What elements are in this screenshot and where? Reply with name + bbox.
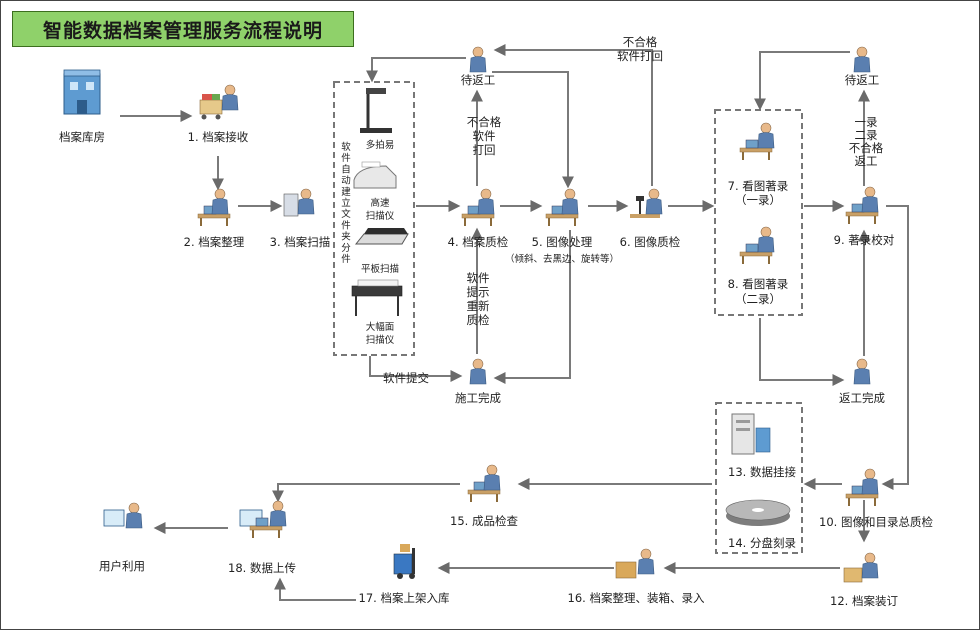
overhead-scanner-icon <box>360 88 392 133</box>
node-quality: 4. 档案质检 <box>448 235 509 249</box>
proof-worker-icon <box>845 186 879 225</box>
quality-worker-icon <box>461 188 495 227</box>
device-flatbed: 平板扫描 <box>361 263 400 275</box>
image-processing-worker-icon <box>545 188 579 227</box>
node-image-proc: 5. 图像处理 <box>532 235 593 249</box>
el-proof-line: 一录 <box>855 115 878 129</box>
node-proof: 9. 著录校对 <box>834 233 895 247</box>
node-binding: 12. 档案装订 <box>830 594 898 608</box>
node-scan: 3. 档案扫描 <box>270 235 331 249</box>
large-format-scanner-icon <box>351 279 403 316</box>
device-highspeed-b: 扫描仪 <box>366 210 395 222</box>
vertical-label-line: 自 <box>341 163 351 175</box>
el-prompt-line: 软件 <box>467 271 490 285</box>
node-product-check: 15. 成品检查 <box>450 514 518 528</box>
el-prompt-line: 提示 <box>467 285 490 299</box>
cart-worker-icon <box>199 84 239 120</box>
node-view1-a: 7. 看图著录 <box>728 179 789 193</box>
server-icon <box>731 413 771 455</box>
upload-worker-icon <box>239 500 287 539</box>
disc-stack-icon <box>725 499 791 526</box>
rework-right-person-icon <box>853 46 871 73</box>
el-proof-line: 返工 <box>855 154 878 168</box>
node-disc: 14. 分盘刻录 <box>728 536 796 550</box>
vertical-label-line: 件 <box>341 253 351 265</box>
total-qc-worker-icon <box>845 468 879 507</box>
cataloging-worker-1-icon <box>739 122 775 161</box>
vertical-label-line: 件 <box>341 152 351 164</box>
el-proof-line: 二录 <box>855 128 878 142</box>
node-image-qc: 6. 图像质检 <box>620 235 681 249</box>
product-check-worker-icon <box>467 464 501 503</box>
construction-done-person-icon <box>469 358 487 385</box>
node-image-proc-note: （倾斜、去黑边、旋转等） <box>505 253 619 265</box>
rework-left-person-icon <box>469 46 487 73</box>
vertical-label-line: 建 <box>341 186 351 198</box>
device-multi: 多拍易 <box>366 139 395 151</box>
node-pack: 16. 档案整理、装箱、录入 <box>568 591 705 605</box>
el-top-line: 不合格 <box>623 35 658 49</box>
vertical-label-line: 软 <box>341 141 351 153</box>
el-top-line: 软件打回 <box>617 49 663 63</box>
node-mount: 13. 数据挂接 <box>728 465 796 479</box>
node-view2-b: （二录） <box>735 292 781 306</box>
warehouse-icon <box>63 69 101 115</box>
edge-label-software-submit: 软件提交 <box>383 371 429 385</box>
highspeed-scanner-icon <box>353 161 397 189</box>
vertical-label-line: 夹 <box>341 231 351 243</box>
node-user: 用户利用 <box>99 559 145 573</box>
organizing-worker-icon <box>197 188 231 227</box>
flatbed-scanner-icon <box>354 228 409 245</box>
el-mid-line: 软件 <box>473 129 496 143</box>
node-total-qc: 10. 图像和目录总质检 <box>819 515 933 529</box>
device-large-a: 大幅面 <box>366 321 395 333</box>
device-highspeed-a: 高速 <box>370 197 390 209</box>
vertical-label-line: 动 <box>341 176 351 187</box>
user-worker-icon <box>103 502 143 529</box>
node-construction-done: 施工完成 <box>455 391 501 405</box>
packing-worker-icon <box>615 548 655 579</box>
device-large-b: 扫描仪 <box>366 334 395 346</box>
image-qc-worker-icon <box>630 188 663 218</box>
connectors <box>120 44 909 601</box>
node-view2-a: 8. 看图著录 <box>728 277 789 291</box>
node-receive: 1. 档案接收 <box>188 130 249 144</box>
el-prompt-line: 质检 <box>467 313 490 327</box>
el-mid-line: 打回 <box>473 143 496 157</box>
vertical-label-line: 件 <box>341 219 351 231</box>
node-rework-right: 待返工 <box>845 73 880 87</box>
vertical-label-line: 文 <box>341 208 351 220</box>
rework-done-person-icon <box>853 358 871 385</box>
node-shelve: 17. 档案上架入库 <box>359 591 450 605</box>
node-warehouse: 档案库房 <box>59 130 105 144</box>
el-mid-line: 不合格 <box>467 115 502 129</box>
vertical-label-line: 立 <box>341 197 351 209</box>
node-rework-done: 返工完成 <box>839 391 885 405</box>
cataloging-worker-2-icon <box>739 226 775 265</box>
scanning-worker-icon <box>283 188 315 217</box>
node-upload: 18. 数据上传 <box>228 561 296 575</box>
binding-worker-icon <box>843 552 879 583</box>
node-view1-b: （一录） <box>735 193 781 207</box>
el-proof-line: 不合格 <box>849 141 884 155</box>
delivery-group-box <box>715 402 803 554</box>
forklift-worker-icon <box>393 544 415 579</box>
diagram-title: 智能数据档案管理服务流程说明 <box>12 11 354 47</box>
vertical-label-line: 分 <box>341 243 351 254</box>
node-organize: 2. 档案整理 <box>184 235 245 249</box>
node-rework-left: 待返工 <box>461 73 496 87</box>
el-prompt-line: 重新 <box>467 299 490 313</box>
